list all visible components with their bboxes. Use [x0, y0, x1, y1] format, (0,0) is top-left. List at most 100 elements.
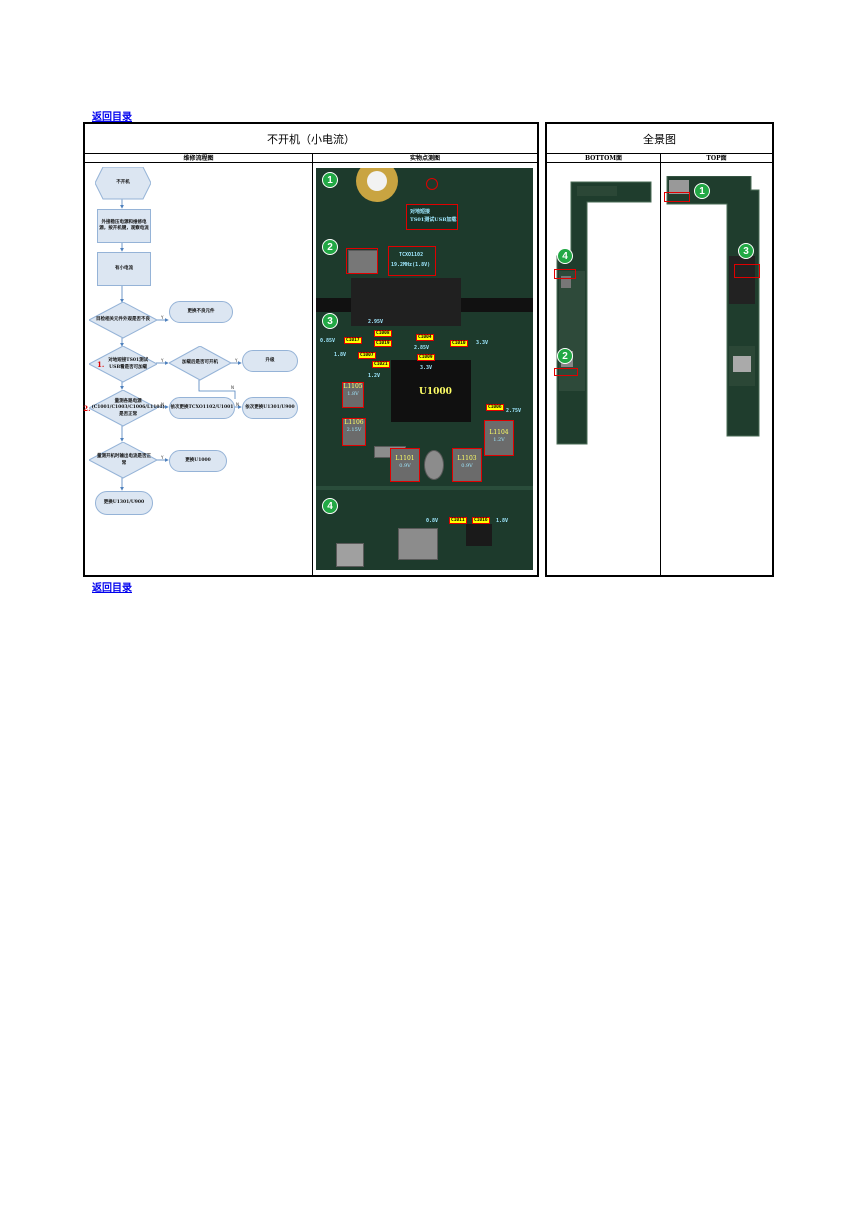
main-chip: [391, 360, 471, 422]
shield-frame: [351, 278, 461, 326]
screw-hole: [356, 168, 398, 202]
column-divider: [660, 153, 661, 575]
bottom-badge-2: 2: [557, 348, 573, 364]
ts01-diamond: [89, 346, 157, 383]
ts01-question: 1.对地短接TS01测试USB看是否可加载: [97, 358, 149, 370]
tag-c1010: C1010: [450, 340, 468, 347]
load-boot-question: 加载后是否可开机: [182, 360, 218, 366]
yes-label: Y: [161, 315, 164, 320]
panorama-table-title: 全景图: [547, 124, 772, 154]
photo-column-header: 实物点测图: [313, 153, 537, 163]
voltage-1-2v: 1.2V: [368, 373, 381, 379]
no-label: N: [236, 402, 239, 407]
bottom-side-header: BOTTOM面: [547, 153, 660, 163]
replace-u1000-action: 更换U1000: [169, 450, 227, 472]
voltage-2-85v: 2.85V: [414, 345, 430, 351]
replace-final-action: 更换U1301/U900: [95, 491, 153, 515]
bottom-highlight-2: [554, 368, 578, 376]
bottom-connector: [336, 543, 364, 567]
voltage-1-8v-a: 1.8V: [334, 352, 347, 358]
top-highlight-1: [664, 192, 690, 202]
load-boot-diamond: [169, 346, 231, 381]
board-edge: [316, 486, 533, 490]
yes-label: Y: [161, 455, 164, 460]
column-divider: [312, 153, 313, 575]
flowchart-connectors: [120, 199, 242, 491]
step-number-1: 1.: [97, 359, 105, 369]
replace-parts-action: 更换不良元件: [169, 301, 233, 323]
bottom-board-image: [556, 181, 652, 445]
flowchart-column-header: 维修流程图: [85, 153, 312, 163]
voltage-2-95v: 2.95V: [368, 319, 384, 325]
yes-label: Y: [161, 358, 164, 363]
bottom-badge-4: 4: [557, 248, 573, 264]
tag-c1007: C1007: [358, 352, 376, 359]
check-parts-question: 目检相关元件外观是否不良: [96, 317, 150, 323]
open-current-diamond: [89, 442, 157, 479]
replace-cpu-action: 依次更换U1301/U900: [242, 397, 298, 419]
bottom-ic: [466, 524, 492, 546]
voltage-0-8v: 0.8V: [426, 518, 439, 524]
no-label: N: [231, 385, 234, 390]
power-inductor: [424, 450, 444, 480]
connect-power-step: 外接稳压电源和维修电源，按开机键，观察电流: [97, 209, 151, 243]
marker-badge-4: 4: [322, 498, 338, 514]
marker-badge-2: 2: [322, 239, 338, 255]
measure-power-diamond: [89, 390, 157, 427]
repair-table: 不开机（小电流） 维修流程图 实物点测图: [83, 122, 539, 577]
ts01-callout-text: 对地短接 TS01测试USB加载: [410, 209, 457, 223]
test-point-ts01: [426, 178, 438, 190]
tag-c1021: C1021: [372, 361, 390, 368]
top-board-image: [666, 176, 760, 437]
top-highlight-3: [734, 264, 760, 278]
tcxo-callout-box: TCXO1102 19.2MHz(1.8V): [388, 246, 436, 276]
no-label: N: [161, 402, 164, 407]
back-to-contents-link-top[interactable]: 返回目录: [92, 112, 132, 123]
top-badge-1: 1: [694, 183, 710, 199]
main-chip-label: U1000: [419, 387, 452, 397]
step-number-2: 2.: [83, 403, 91, 413]
upgrade-action: 升级: [242, 350, 298, 372]
top-side-header: TOP面: [661, 153, 772, 163]
measurement-photo: U1000 1 2 3 4 对地短接 TS01测试USB加载 TCXO1102 …: [316, 168, 533, 570]
start-node-shape: [95, 167, 151, 200]
tag-c1008: C1008: [374, 330, 392, 337]
measure-power-question: 2.量测各路电源(C1001/C1003/C1006/L1101)是否正常: [83, 399, 165, 417]
voltage-0-85v: 0.85V: [320, 338, 336, 344]
voltage-3-3v: 3.3V: [476, 340, 489, 346]
bottom-highlight-4: [554, 269, 576, 279]
tag-c1004: C1004: [416, 334, 434, 341]
tag-c1011: C1011: [449, 517, 467, 524]
tcxo-highlight: [346, 248, 378, 274]
check-parts-diamond: [89, 302, 157, 339]
tcxo-label: TCXO1102: [399, 252, 424, 258]
flowchart: 不开机 外接稳压电源和维修电源，按开机键，观察电流 有小电流 目检相关元件外观是…: [83, 163, 312, 575]
voltage-3-3v-b: 3.3V: [420, 365, 433, 371]
marker-badge-3: 3: [322, 313, 338, 329]
tcxo-frequency: 19.2MHz(1.8V): [391, 262, 431, 268]
ts01-callout-box: 对地短接 TS01测试USB加载: [406, 204, 458, 230]
voltage-1-8v-b: 1.8V: [496, 518, 509, 524]
tag-c1019: C1019: [374, 340, 392, 347]
tag-c1009: C1009: [417, 354, 435, 361]
tag-c1016: C1016: [472, 517, 490, 524]
tag-c1017: C1017: [344, 337, 362, 344]
start-node: 不开机: [116, 180, 130, 186]
marker-badge-1: 1: [322, 172, 338, 188]
small-current-step: 有小电流: [97, 252, 151, 286]
yes-label: Y: [235, 358, 238, 363]
top-badge-3: 3: [738, 243, 754, 259]
open-current-question: 量测开机时输出电流是否正常: [97, 454, 151, 466]
voltage-2-75v: 2.75V: [506, 408, 522, 414]
panorama-table: 全景图 BOTTOM面 TOP面 4 2 1 3: [545, 122, 774, 577]
replace-pmu-action: 依次更换TCXO1102/U1001: [169, 397, 235, 419]
shield-can-bottom: [398, 528, 438, 560]
repair-table-title: 不开机（小电流）: [85, 124, 537, 154]
tag-c1006: C1006: [486, 404, 504, 411]
back-to-contents-link-bottom[interactable]: 返回目录: [92, 583, 132, 594]
